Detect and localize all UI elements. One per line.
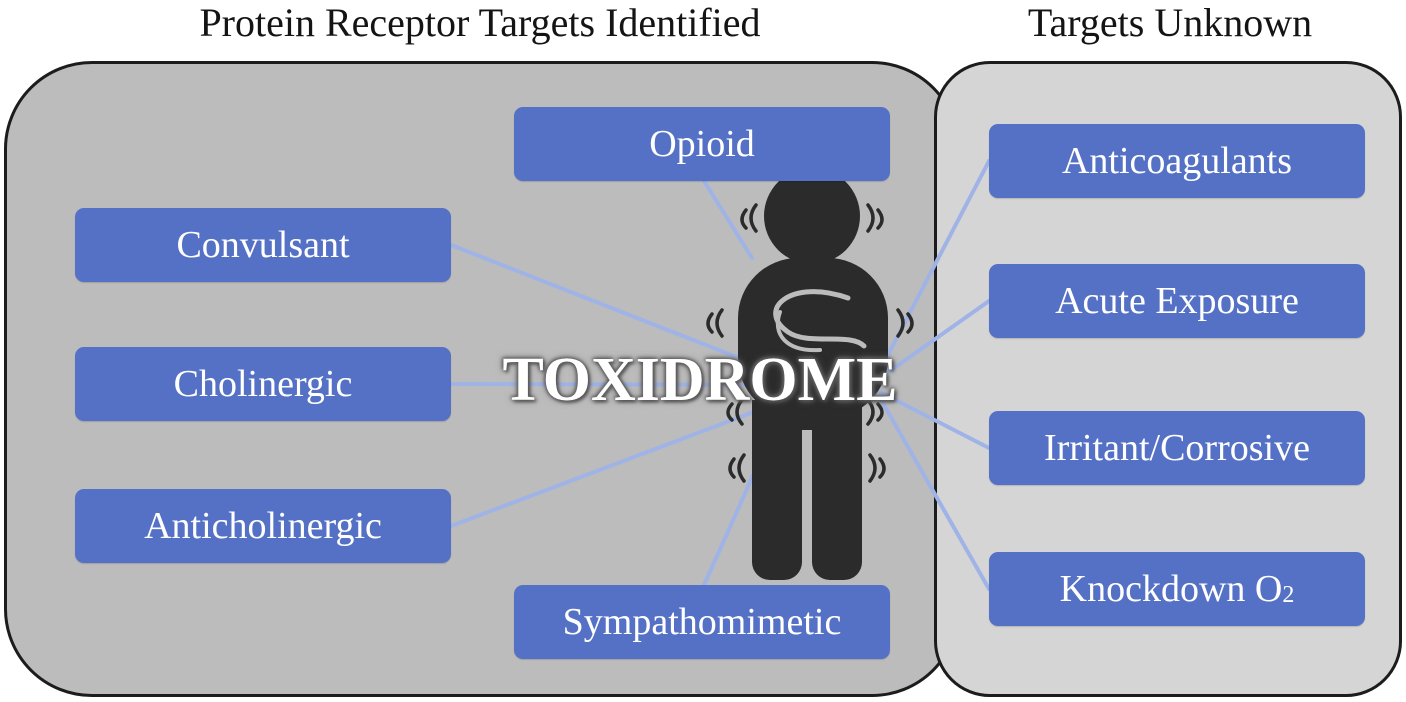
- box-acute-exposure: Acute Exposure: [989, 264, 1365, 338]
- box-opioid: Opioid: [514, 107, 890, 181]
- box-anticholinergic: Anticholinergic: [75, 489, 451, 563]
- heading-targets-unknown: Targets Unknown: [1027, 0, 1313, 45]
- connector-acute-exposure: [878, 299, 991, 380]
- knockdown-label: Knockdown O: [1059, 568, 1283, 610]
- connector-convulsant: [449, 243, 792, 380]
- connector-irritant-corrosive: [878, 390, 991, 450]
- box-convulsant: Convulsant: [75, 208, 451, 282]
- connector-cholinergic: [449, 382, 792, 387]
- box-anticoagulants: Anticoagulants: [989, 124, 1365, 198]
- box-irritant-corrosive: Irritant/Corrosive: [989, 411, 1365, 485]
- heading-targets-identified: Protein Receptor Targets Identified: [199, 0, 761, 45]
- box-sympathomimetic: Sympathomimetic: [514, 585, 890, 659]
- connector-opioid: [702, 179, 754, 260]
- toxidrome-label: TOXIDROME: [502, 346, 898, 414]
- connector-anticholinergic: [449, 400, 782, 528]
- connector-knockdown: [878, 396, 991, 591]
- box-cholinergic: Cholinergic: [75, 347, 451, 421]
- connector-sympathomimetic: [702, 458, 762, 587]
